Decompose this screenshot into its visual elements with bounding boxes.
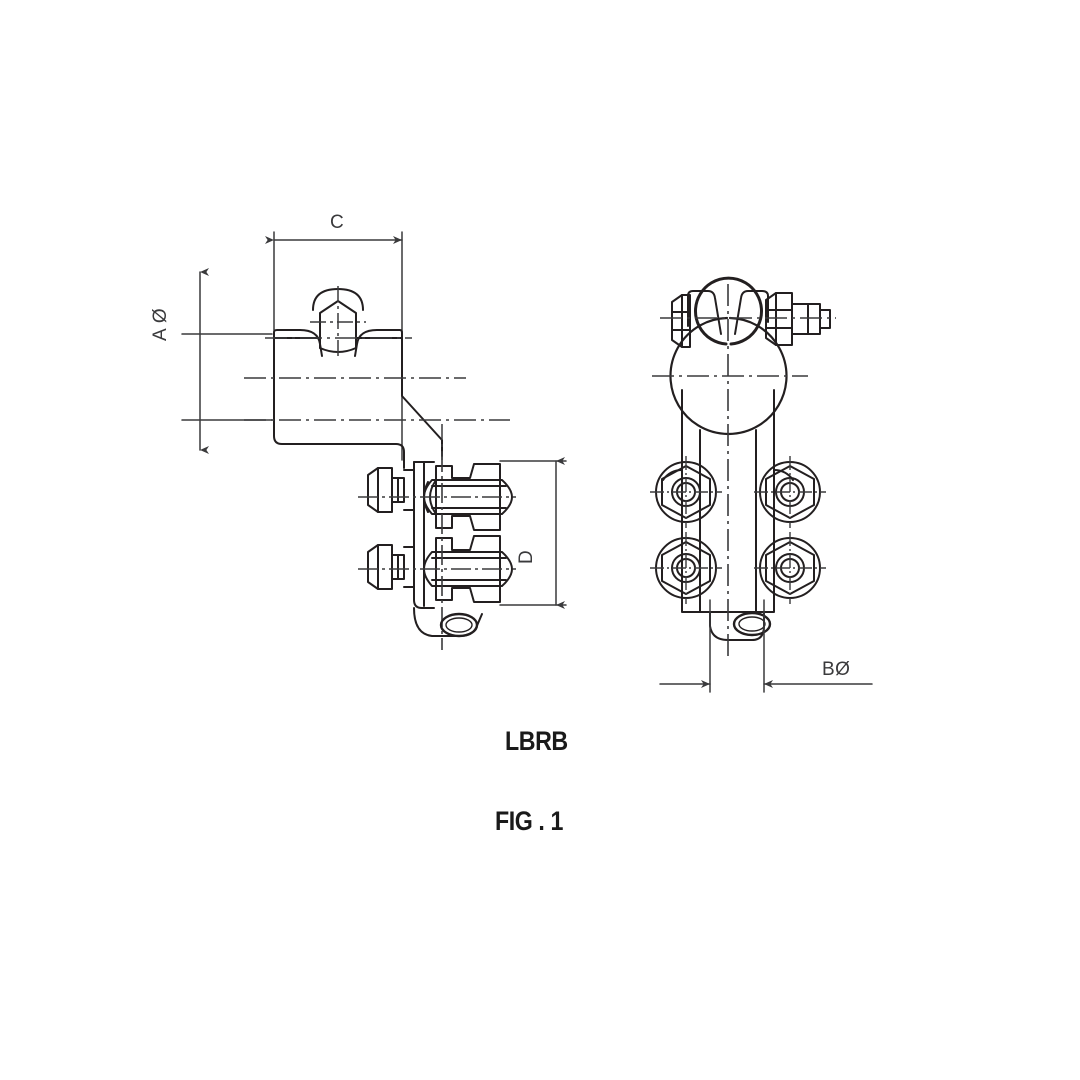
figure-label: FIG . 1	[495, 806, 563, 836]
dimension-label-d: D	[516, 549, 537, 564]
dimension-label-c: C	[330, 212, 345, 233]
dimension-a	[181, 268, 273, 454]
bolt-top-left-front	[671, 294, 691, 348]
bolt-top-right-front	[765, 292, 831, 346]
centerlines-front	[652, 284, 836, 660]
bolt-head-front-br	[754, 532, 826, 604]
dimension-label-a: A Ø	[150, 307, 171, 341]
conductor-lower	[423, 551, 513, 587]
clamp-centerlines-side	[358, 452, 516, 650]
bolt-head-front-bl	[650, 532, 722, 604]
front-view	[650, 276, 873, 693]
cable-stub-front	[709, 611, 772, 641]
dimension-d	[499, 457, 567, 609]
bracket-body	[273, 337, 443, 469]
conductor-upper	[423, 479, 513, 515]
centerlines-side	[244, 337, 510, 421]
bolt-upper-side	[367, 467, 415, 513]
dimension-b	[659, 599, 873, 693]
clamp-body-lower	[435, 535, 501, 603]
bolt-head-front-tr	[754, 456, 826, 528]
bolt-head-front-tl	[650, 456, 722, 528]
centerlines-side-2	[310, 286, 443, 460]
side-view	[181, 231, 567, 650]
clamp-shell-side	[413, 461, 435, 609]
drawing-title: LBRB	[505, 726, 568, 756]
bolt-lower-side	[367, 544, 415, 590]
cable-stub-side	[413, 607, 483, 638]
dimension-label-b: BØ	[822, 659, 851, 680]
